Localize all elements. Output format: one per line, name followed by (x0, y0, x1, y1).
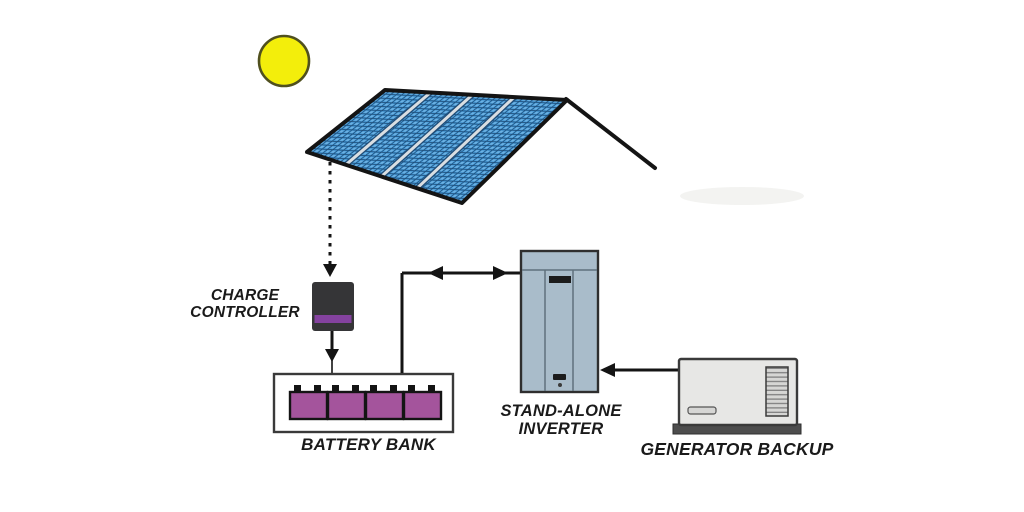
generator-to-inverter-arrow (600, 363, 678, 377)
battery-1 (288, 385, 329, 421)
battery-terminal (370, 385, 377, 394)
panel-cells (307, 90, 567, 203)
inverter-label-line1: STAND-ALONE (500, 402, 622, 420)
controller-body (312, 282, 354, 331)
sun-circle (257, 34, 311, 88)
charge-controller-label-line2: CONTROLLER (190, 304, 300, 321)
inverter-label: STAND-ALONE INVERTER (476, 402, 646, 438)
generator-grille (765, 366, 789, 417)
charge-controller (312, 282, 354, 331)
inverter-body (519, 249, 600, 394)
generator-label: GENERATOR BACKUP (640, 439, 834, 459)
solar-panel-array (305, 88, 657, 205)
battery-cell (288, 390, 329, 421)
inverter-screw (558, 383, 562, 387)
inverter-lower-slot (553, 374, 566, 380)
watermark-smudge (680, 187, 804, 205)
pv-to-controller-arrow (323, 162, 337, 277)
sun (257, 34, 311, 88)
generator-slot (687, 406, 717, 415)
controller-stripe (314, 315, 352, 323)
battery-2 (326, 385, 367, 421)
battery-bank (272, 372, 455, 434)
controller-to-battery-arrow (325, 331, 339, 373)
battery-terminal (352, 385, 359, 394)
battery-terminal (428, 385, 435, 394)
panel-dividers (343, 90, 517, 191)
battery-cell (364, 390, 405, 421)
panel-outline (305, 88, 569, 205)
battery-4 (402, 385, 443, 421)
battery-bank-label: BATTERY BANK (301, 435, 436, 454)
stand-alone-inverter (519, 249, 600, 394)
arrowhead-down-icon (323, 264, 337, 277)
generator-backup (672, 357, 802, 435)
inverter-display-slot (549, 276, 571, 283)
battery-terminal (332, 385, 339, 394)
roof-line (564, 97, 657, 170)
arrowhead-right-icon (493, 266, 508, 280)
battery-cell (402, 390, 443, 421)
battery-terminal (408, 385, 415, 394)
charge-controller-label-line1: CHARGE (210, 287, 280, 304)
battery-terminal (294, 385, 301, 394)
arrowhead-left-icon (428, 266, 443, 280)
battery-terminal (314, 385, 321, 394)
arrowhead-down-icon (325, 349, 339, 362)
charge-controller-label: CHARGE CONTROLLER (175, 287, 315, 321)
battery-cell (326, 390, 367, 421)
battery-terminal (390, 385, 397, 394)
battery-inverter-link (400, 266, 521, 373)
inverter-label-line2: INVERTER (518, 420, 604, 438)
arrowhead-left-icon (600, 363, 615, 377)
